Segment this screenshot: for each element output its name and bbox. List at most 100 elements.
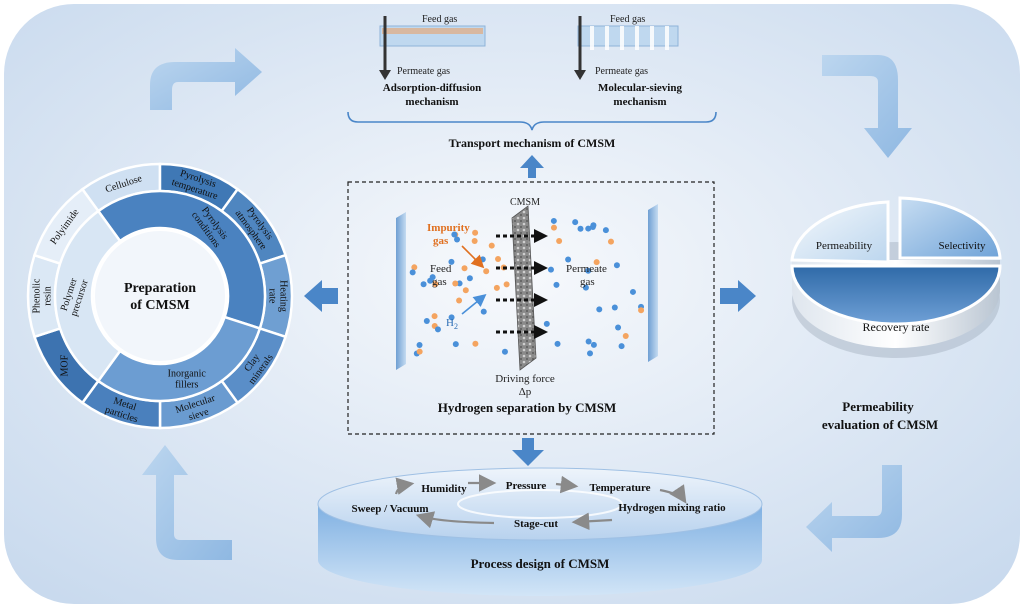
permeate-molecule	[550, 224, 557, 231]
feed-molecule	[456, 297, 463, 304]
arrow-to-preparation	[304, 280, 338, 312]
permeate-molecule	[550, 217, 557, 224]
flow-arrows	[496, 229, 548, 339]
feed-molecule	[420, 281, 427, 288]
permeate-gas-molecules	[543, 217, 645, 357]
process-sweep-vacuum: Sweep / Vacuum	[351, 503, 428, 515]
permeate-molecule	[585, 338, 592, 345]
cycle-arrow-top-left	[150, 48, 262, 110]
feed-molecule	[488, 242, 495, 249]
pie-label-permeability: Permeability	[816, 240, 873, 252]
feed-molecule	[429, 274, 436, 281]
permeate-molecule	[590, 341, 597, 348]
permeate-label-line1: Permeate	[566, 263, 607, 275]
permeate-molecule	[596, 306, 603, 313]
feed-molecule	[452, 341, 459, 348]
permeate-molecule	[577, 225, 584, 232]
feed-molecule	[423, 317, 430, 324]
permeate-molecule	[543, 320, 550, 327]
permeate-label-line2: gas	[580, 276, 595, 288]
process-pressure: Pressure	[506, 480, 547, 492]
permeate-molecule	[565, 256, 572, 263]
feed-molecule	[451, 231, 458, 238]
process-humidity: Humidity	[421, 483, 467, 495]
impurity-pointer	[461, 245, 485, 269]
arrow-to-evaluation	[720, 280, 756, 312]
sieving-name-line2: mechanism	[613, 96, 666, 108]
feed-molecule	[493, 284, 500, 291]
impurity-label-line1: Impurity	[427, 222, 470, 234]
wheel-label-8: Phenolicresin	[32, 278, 54, 314]
center-title: Hydrogen separation by CMSM	[438, 400, 617, 415]
flow-arrow-head	[534, 229, 548, 243]
cycle-arrow-bottom-left	[142, 445, 232, 560]
permeate-molecule	[587, 350, 594, 357]
permeate-molecule	[615, 324, 622, 331]
feed-molecule	[472, 340, 479, 347]
evaluation-pie: Permeability Selectivity Recovery rate P…	[790, 196, 1002, 432]
feed-molecule	[503, 281, 510, 288]
feed-molecule	[431, 313, 438, 320]
feed-molecule	[483, 268, 490, 275]
permeate-molecule	[554, 340, 561, 347]
wheel-middle-polymer	[53, 209, 122, 383]
feed-molecule	[416, 342, 423, 349]
feed-molecule	[452, 280, 459, 287]
adsorption-name-line2: mechanism	[405, 96, 458, 108]
feed-molecule	[456, 280, 463, 287]
feed-molecule	[480, 308, 487, 315]
feed-molecule	[432, 281, 439, 288]
permeate-molecule	[638, 307, 645, 314]
wheel-middle-fillers	[96, 315, 262, 403]
impurity-label-line2: gas	[433, 235, 449, 247]
permeate-molecule	[589, 223, 596, 230]
cycle-arrow-bottom-right	[806, 465, 902, 552]
flow-arrow-head	[534, 261, 548, 275]
feed-molecule	[466, 275, 473, 282]
process-disc: Humidity Pressure Temperature Hydrogen m…	[317, 467, 763, 596]
left-wall	[396, 212, 406, 370]
process-stage-cut: Stage-cut	[514, 518, 558, 530]
wheel-label-3: Heatingrate	[267, 280, 289, 312]
permeate-molecule	[582, 284, 589, 291]
wheel-center	[93, 229, 227, 363]
permeate-molecule	[607, 238, 614, 245]
permeate-molecule	[585, 225, 592, 232]
feed-molecule	[448, 258, 455, 265]
feed-molecule	[434, 326, 441, 333]
feed-molecule	[448, 314, 455, 321]
feed-molecule	[479, 256, 486, 263]
permeate-molecule	[611, 304, 618, 311]
permeate-molecule	[618, 343, 625, 350]
sieving-feed-label: Feed gas	[610, 14, 645, 25]
arrow-to-process	[512, 438, 544, 466]
h2-pointer	[461, 293, 487, 315]
feed-molecule	[461, 265, 468, 272]
cycle-arrow-top-right	[822, 55, 912, 158]
cmsm-membrane	[511, 205, 537, 371]
driving-force-label: Driving force	[495, 373, 555, 385]
right-wall	[648, 204, 658, 362]
flow-arrow-head	[534, 325, 548, 339]
process-title: Process design of CMSM	[471, 556, 610, 571]
cmsm-label: CMSM	[510, 197, 540, 208]
permeate-molecule	[556, 238, 563, 245]
feed-molecule	[472, 229, 479, 236]
feed-molecule	[416, 348, 423, 355]
permeate-molecule	[572, 219, 579, 226]
sieving-permeate-label: Permeate gas	[595, 66, 648, 77]
feed-label-line2: gas	[432, 276, 447, 288]
permeate-molecule	[553, 281, 560, 288]
permeate-molecule	[629, 288, 636, 295]
permeate-molecule	[613, 262, 620, 269]
permeate-molecule	[547, 266, 554, 273]
adsorption-name-line1: Adsorption-diffusion	[383, 82, 481, 94]
permeate-molecule	[585, 267, 592, 274]
feed-molecule	[411, 264, 418, 271]
transport-brace	[347, 111, 717, 131]
